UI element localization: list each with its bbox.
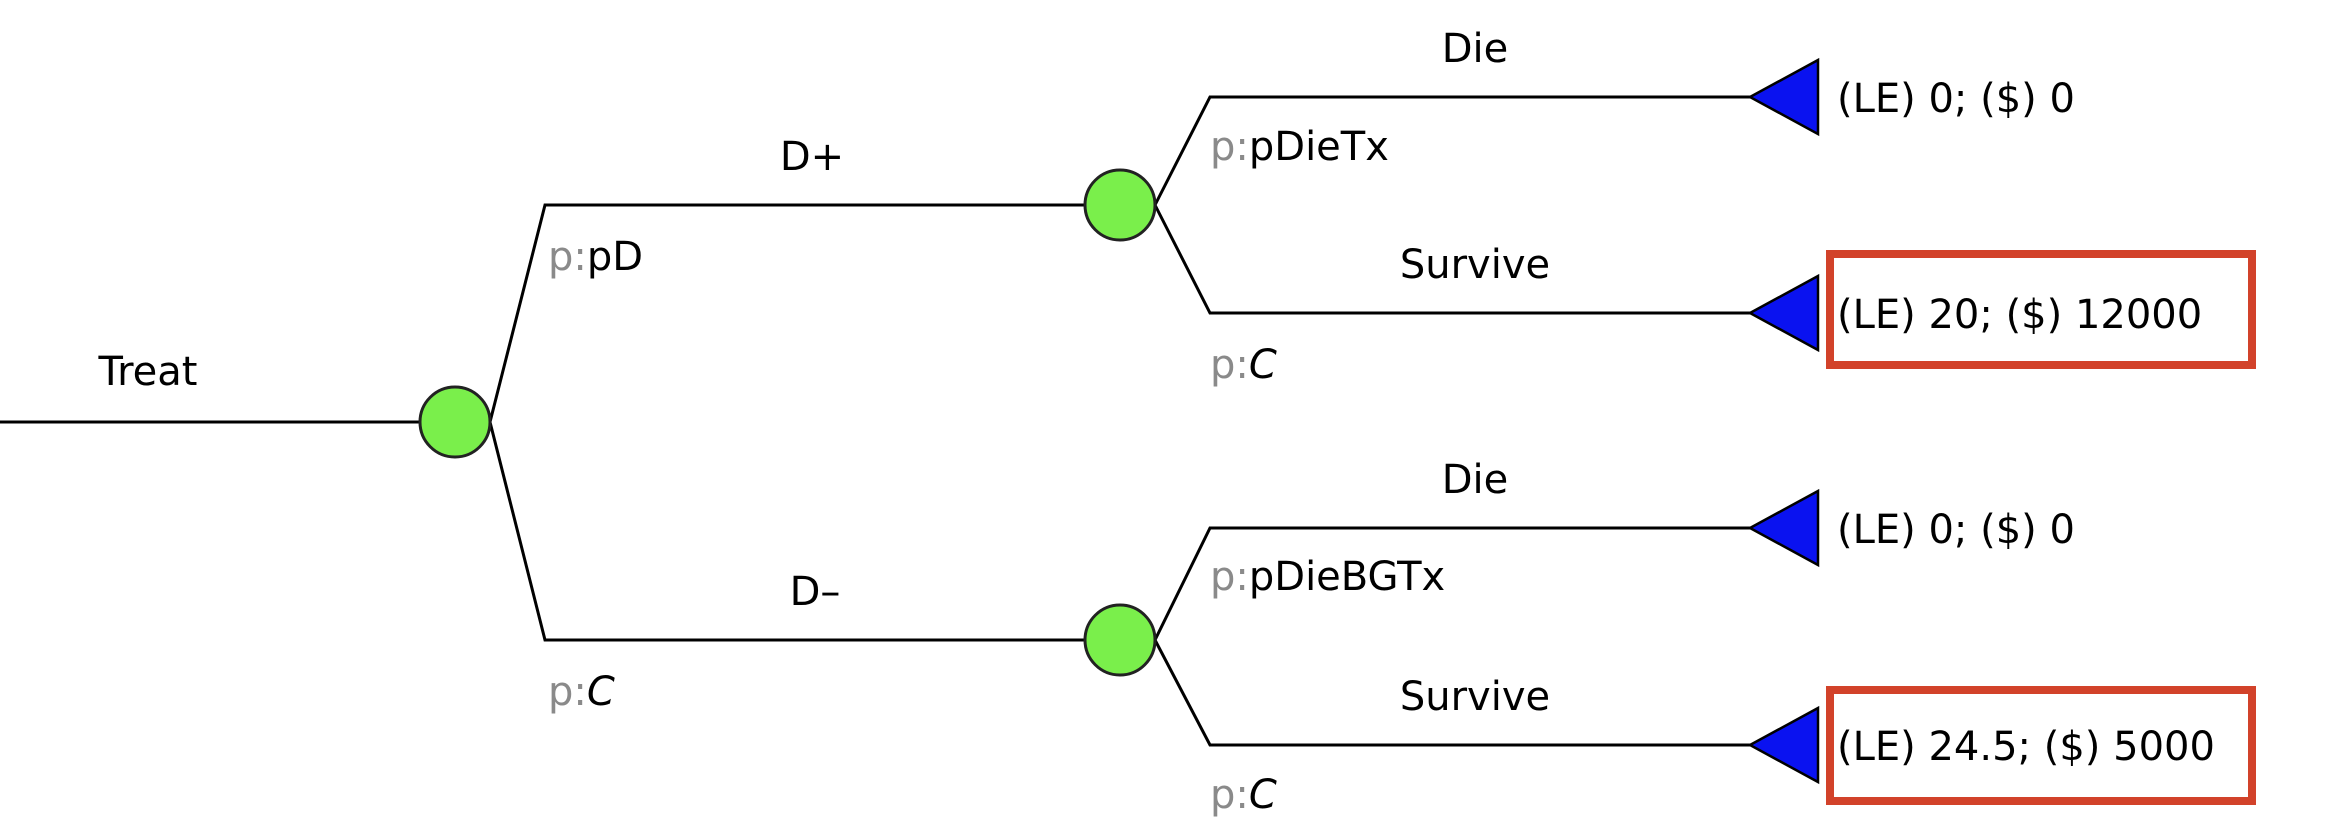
outcome-line-dneg-die xyxy=(1153,526,1750,641)
branch-line-dneg xyxy=(488,421,1085,642)
terminal-node-dpos-survive[interactable] xyxy=(1747,273,1820,353)
payoff-dneg-die: (LE) 0; ($) 0 xyxy=(1837,507,2075,553)
terminal-node-dpos-die[interactable] xyxy=(1747,57,1820,137)
outcome-label-dneg-die: Die xyxy=(1442,457,1509,503)
highlight-box-dpos-survive xyxy=(1826,250,2256,369)
payoff-dneg-survive: (LE) 24.5; ($) 5000 xyxy=(1837,724,2215,770)
outcome-label-dneg-survive: Survive xyxy=(1400,674,1550,720)
outcome-label-dpos-die: Die xyxy=(1442,26,1509,72)
outcome-prob-dneg-survive: p:C xyxy=(1210,772,1277,818)
branch-line-dpos xyxy=(488,203,1085,423)
terminal-node-dneg-survive[interactable] xyxy=(1747,705,1820,785)
outcome-line-dpos-survive xyxy=(1153,204,1750,315)
payoff-dpos-die: (LE) 0; ($) 0 xyxy=(1837,76,2075,122)
branch-prob-dneg: p:C xyxy=(548,669,615,715)
outcome-line-dneg-survive xyxy=(1153,639,1750,747)
chance-node-dneg[interactable] xyxy=(1083,603,1157,677)
root-label: Treat xyxy=(98,349,198,395)
payoff-dpos-survive: (LE) 20; ($) 12000 xyxy=(1837,292,2202,338)
highlight-box-dneg-survive xyxy=(1826,686,2256,805)
branch-label-dneg: D– xyxy=(790,569,841,615)
chance-node-dpos[interactable] xyxy=(1083,168,1157,242)
terminal-node-dneg-die[interactable] xyxy=(1747,488,1820,568)
branch-prob-dpos: p:pD xyxy=(548,234,643,280)
outcome-prob-dneg-die: p:pDieBGTx xyxy=(1210,554,1445,600)
chance-node-root[interactable] xyxy=(418,385,492,459)
outcome-label-dpos-survive: Survive xyxy=(1400,242,1550,288)
outcome-prob-dpos-survive: p:C xyxy=(1210,342,1277,388)
outcome-line-dpos-die xyxy=(1153,95,1750,206)
outcome-prob-dpos-die: p:pDieTx xyxy=(1210,124,1389,170)
branch-label-dpos: D+ xyxy=(780,134,844,180)
